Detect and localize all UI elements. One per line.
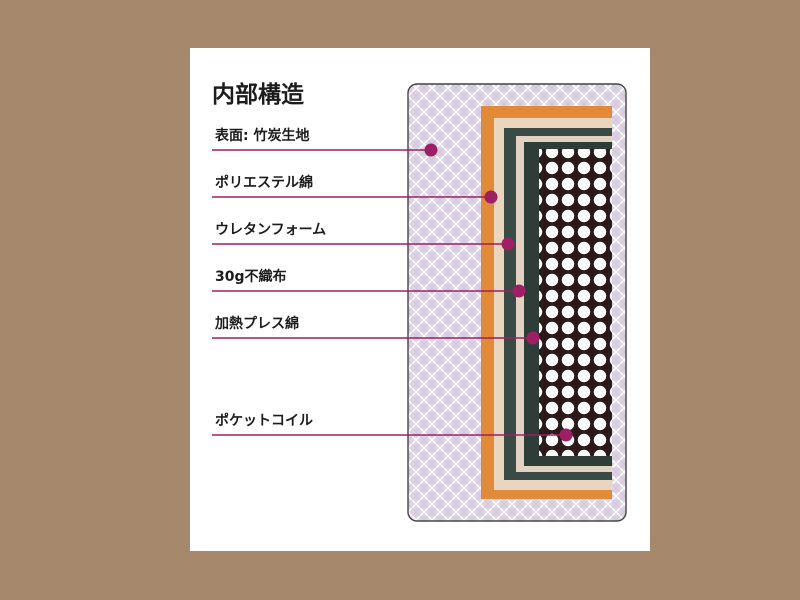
label-urethane: ウレタンフォーム: [215, 222, 327, 238]
pocket-coil-layer: [539, 149, 612, 456]
leader-lines: [212, 143, 573, 442]
label-polyester: ポリエステル綿: [215, 175, 313, 191]
label-nonwoven: 30g不織布: [215, 269, 287, 285]
label-fabric: 表面: 竹炭生地: [215, 128, 310, 144]
diagram-title: 内部構造: [212, 82, 304, 108]
leader-dot-coil: [559, 428, 573, 442]
leader-dot-polyester: [484, 190, 498, 204]
leader-dot-nonwoven: [512, 284, 526, 298]
leader-dot-fabric: [424, 143, 438, 157]
leader-dot-urethane: [501, 237, 515, 251]
label-pocket-coil: ポケットコイル: [215, 413, 313, 429]
leader-dot-pressed-cotton: [526, 331, 540, 345]
label-pressed-cotton: 加熱プレス綿: [215, 316, 299, 332]
